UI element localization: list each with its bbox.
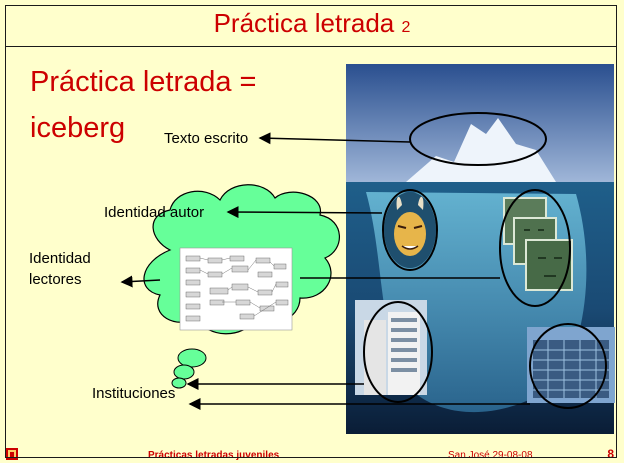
- tip-ellipse: [409, 112, 547, 166]
- mask-ellipse: [382, 189, 438, 271]
- label-identidad-autor: Identidad autor: [104, 204, 205, 221]
- title-divider: [5, 46, 617, 47]
- arrow-autor: [226, 206, 383, 219]
- arrow-texto: [258, 132, 411, 145]
- heading-line-1: Práctica letrada =: [30, 66, 257, 98]
- label-texto-escrito: Texto escrito: [164, 130, 249, 147]
- thought-bubble-1: [177, 348, 207, 368]
- thought-bubble-3: [171, 377, 187, 389]
- building-left-image: [355, 300, 427, 395]
- slide-title: Práctica letrada 2: [0, 8, 624, 39]
- heading-line-2: iceberg: [30, 112, 126, 144]
- arrow-lectores-left: [120, 275, 161, 288]
- label-identidad-lectores-1: Identidad: [29, 250, 91, 267]
- mask-image: [384, 192, 436, 268]
- label-instituciones: Instituciones: [92, 385, 176, 402]
- thought-bubble-2: [173, 364, 195, 380]
- stone-faces-ellipse: [499, 189, 571, 307]
- page-number: 8: [607, 447, 614, 461]
- building-right-ellipse: [529, 323, 607, 409]
- footer-logo-icon: [6, 448, 18, 460]
- flowchart-image: [179, 247, 293, 331]
- stone-faces-image: [503, 197, 573, 291]
- footer-date: San José 29-08-08: [448, 450, 533, 461]
- slide-title-number: 2: [401, 19, 411, 36]
- footer-title: Prácticas letradas juveniles: [148, 450, 280, 461]
- building-right-image: [527, 327, 615, 403]
- label-identidad-lectores-2: lectores: [29, 271, 82, 288]
- slide-title-text: Práctica letrada: [213, 8, 395, 38]
- building-left-ellipse: [363, 301, 433, 403]
